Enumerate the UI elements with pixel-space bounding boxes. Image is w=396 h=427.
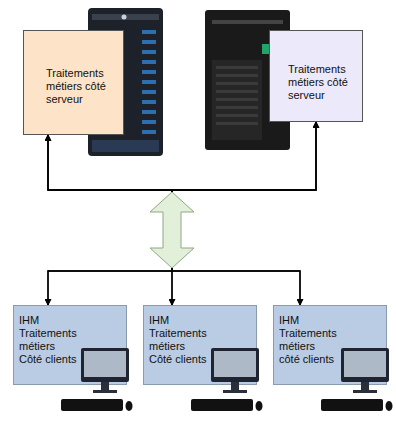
node-text: IHM Traitements métiers Côté clients bbox=[149, 314, 208, 366]
network-connector bbox=[48, 135, 172, 305]
monitor bbox=[341, 348, 389, 382]
monitor-foot bbox=[93, 390, 117, 393]
network-connector bbox=[172, 122, 316, 305]
node-text: Traitements métiers côté serveur bbox=[46, 67, 107, 106]
monitor-stand bbox=[231, 382, 239, 390]
monitor-stand bbox=[101, 382, 109, 390]
double-arrow-shape bbox=[150, 192, 194, 268]
monitor bbox=[81, 348, 129, 382]
mouse bbox=[256, 401, 263, 411]
monitor-foot bbox=[223, 390, 247, 393]
network-connector bbox=[172, 122, 316, 305]
client-box: IHM Traitements métiers Côté clients bbox=[143, 305, 257, 385]
screen bbox=[344, 351, 386, 377]
network-connector bbox=[48, 135, 172, 305]
screen bbox=[214, 351, 256, 377]
mouse bbox=[386, 401, 393, 411]
computer-icon bbox=[321, 348, 393, 411]
client-box: IHM Traitements métiers côté clients bbox=[273, 305, 387, 385]
monitor-foot bbox=[353, 390, 377, 393]
network-connector bbox=[48, 122, 316, 305]
server-box: Traitements métiers côté serveur bbox=[23, 30, 124, 135]
screen bbox=[84, 351, 126, 377]
client-box: IHM Traitements métiers Côté clients bbox=[13, 305, 127, 385]
computer-icon bbox=[191, 348, 263, 411]
keyboard bbox=[191, 399, 253, 411]
node-text: IHM Traitements métiers Côté clients bbox=[19, 314, 78, 366]
node-text: Traitements métiers côté serveur bbox=[288, 63, 349, 102]
keyboard bbox=[61, 399, 123, 411]
server-box: Traitements métiers côté serveur bbox=[269, 30, 363, 122]
monitor bbox=[211, 348, 259, 382]
mouse bbox=[126, 401, 133, 411]
monitor-stand bbox=[361, 382, 369, 390]
network-connector bbox=[48, 135, 300, 305]
node-text: IHM Traitements métiers côté clients bbox=[279, 314, 338, 366]
computer-icon bbox=[61, 348, 133, 411]
keyboard bbox=[321, 399, 383, 411]
